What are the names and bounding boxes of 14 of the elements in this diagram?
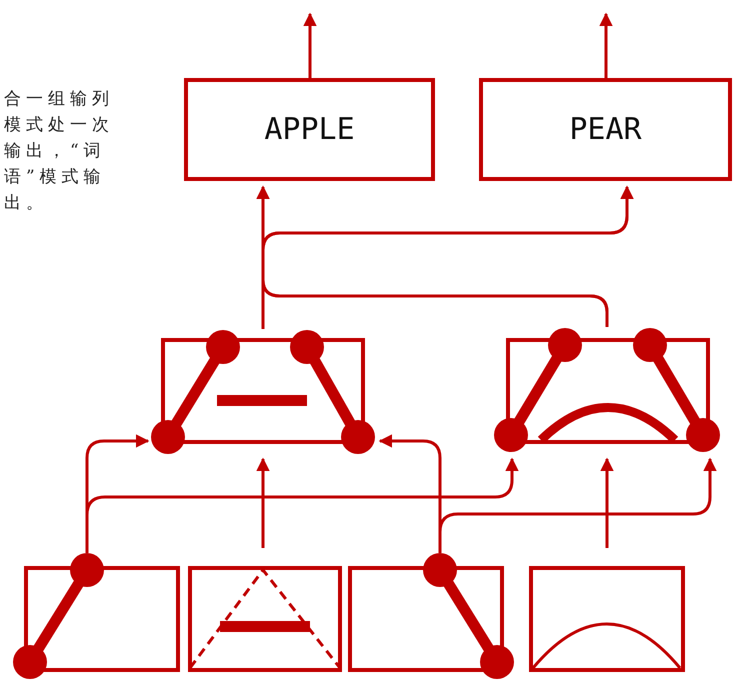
pattern-drawing	[150, 329, 376, 455]
pattern-drawing	[530, 567, 684, 671]
label-box: PEAR	[479, 78, 732, 181]
arrow	[303, 12, 317, 78]
pattern-drawing	[13, 553, 179, 680]
arrow	[256, 458, 270, 548]
arrow	[599, 12, 613, 78]
label-box: APPLE	[184, 78, 435, 181]
arrow	[600, 458, 614, 548]
pattern-drawing	[349, 553, 515, 680]
pattern-drawing	[493, 327, 721, 453]
arrow	[438, 458, 717, 553]
pattern-drawing	[189, 567, 342, 671]
description-text: 合一组输列模式处一次输出，“词语”模式输出。	[4, 88, 115, 215]
